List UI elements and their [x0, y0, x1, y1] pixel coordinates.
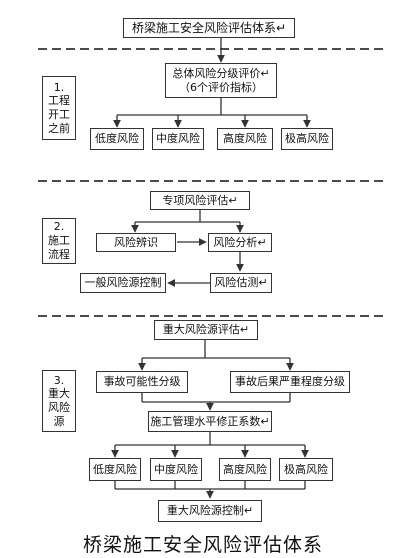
management-correction-label: 施工管理水平修正系数↵ [150, 414, 270, 428]
special-risk-box: 专项风险评估↵ [150, 191, 250, 210]
stage-3-label-line: 3. [53, 373, 65, 387]
severity-grading-label: 事故后果严重程度分级 [235, 375, 345, 389]
overall-risk-subtitle: （6个评价指标） [179, 80, 263, 94]
level-extreme-box-1: 极高风险 [281, 128, 333, 150]
risk-estimation-box: 风险估测↵ [210, 273, 272, 293]
level-extreme-label-2: 极高风险 [284, 462, 328, 476]
system-title-box: 桥梁施工安全风险评估体系↵ [123, 18, 295, 38]
level-high-label-1: 高度风险 [223, 132, 267, 146]
major-risk-box: 重大风险源评估↵ [154, 320, 258, 340]
level-low-box-2: 低度风险 [89, 458, 141, 481]
probability-grading-label: 事故可能性分级 [103, 375, 181, 389]
stage-3-label-line: 重大 [48, 387, 70, 401]
general-control-box: 一般风险源控制 [80, 273, 166, 293]
risk-identification-label: 风险辨识 [114, 235, 158, 249]
level-extreme-box-2: 极高风险 [279, 458, 333, 481]
level-low-box-1: 低度风险 [90, 128, 144, 150]
stage-3-label-line: 源 [53, 414, 65, 428]
major-control-label: 重大风险源控制↵ [166, 504, 254, 518]
management-correction-box: 施工管理水平修正系数↵ [148, 411, 272, 432]
level-medium-label-1: 中度风险 [156, 132, 200, 146]
special-risk-label: 专项风险评估↵ [162, 193, 238, 207]
level-extreme-label-1: 极高风险 [285, 132, 329, 146]
stage-2-label-line: 2. [53, 220, 65, 234]
overall-risk-box: 总体风险分级评价↵ （6个评价指标） [165, 63, 277, 98]
general-control-label: 一般风险源控制 [84, 276, 162, 290]
probability-grading-box: 事故可能性分级 [96, 371, 188, 393]
stage-2-label-line: 施工 [48, 234, 70, 248]
level-low-label-2: 低度风险 [93, 462, 137, 476]
risk-analysis-label: 风险分析↵ [213, 235, 267, 249]
stage-3-label-box: 3. 重大 风险 源 [42, 370, 76, 432]
risk-estimation-label: 风险估测↵ [214, 276, 268, 290]
stage-2-label-box: 2. 施工 流程 [42, 218, 76, 264]
major-control-box: 重大风险源控制↵ [158, 500, 262, 522]
stage-1-label-line: 之前 [48, 121, 70, 135]
stage-1-label-box: 1. 工程 开工 之前 [42, 76, 76, 140]
level-high-label-2: 高度风险 [223, 462, 267, 476]
severity-grading-box: 事故后果严重程度分级 [230, 371, 350, 393]
stage-1-label-line: 工程 [48, 94, 70, 108]
overall-risk-title: 总体风险分级评价↵ [172, 67, 270, 81]
stage-1-label-line: 开工 [48, 108, 70, 121]
figure-caption: 桥梁施工安全风险评估体系 [82, 534, 323, 556]
level-low-label-1: 低度风险 [95, 132, 139, 146]
risk-identification-box: 风险辨识 [96, 233, 176, 252]
level-high-box-1: 高度风险 [217, 128, 273, 150]
stage-2-label-line: 流程 [48, 247, 70, 261]
stage-3-label-line: 风险 [48, 401, 70, 414]
stage-1-label-line: 1. [53, 80, 65, 94]
level-medium-box-1: 中度风险 [152, 128, 204, 150]
level-medium-box-2: 中度风险 [150, 458, 202, 481]
level-high-box-2: 高度风险 [219, 458, 271, 481]
risk-analysis-box: 风险分析↵ [208, 233, 272, 252]
level-medium-label-2: 中度风险 [154, 462, 198, 476]
major-risk-label: 重大风险源评估↵ [162, 323, 250, 337]
system-title: 桥梁施工安全风险评估体系↵ [131, 20, 287, 35]
